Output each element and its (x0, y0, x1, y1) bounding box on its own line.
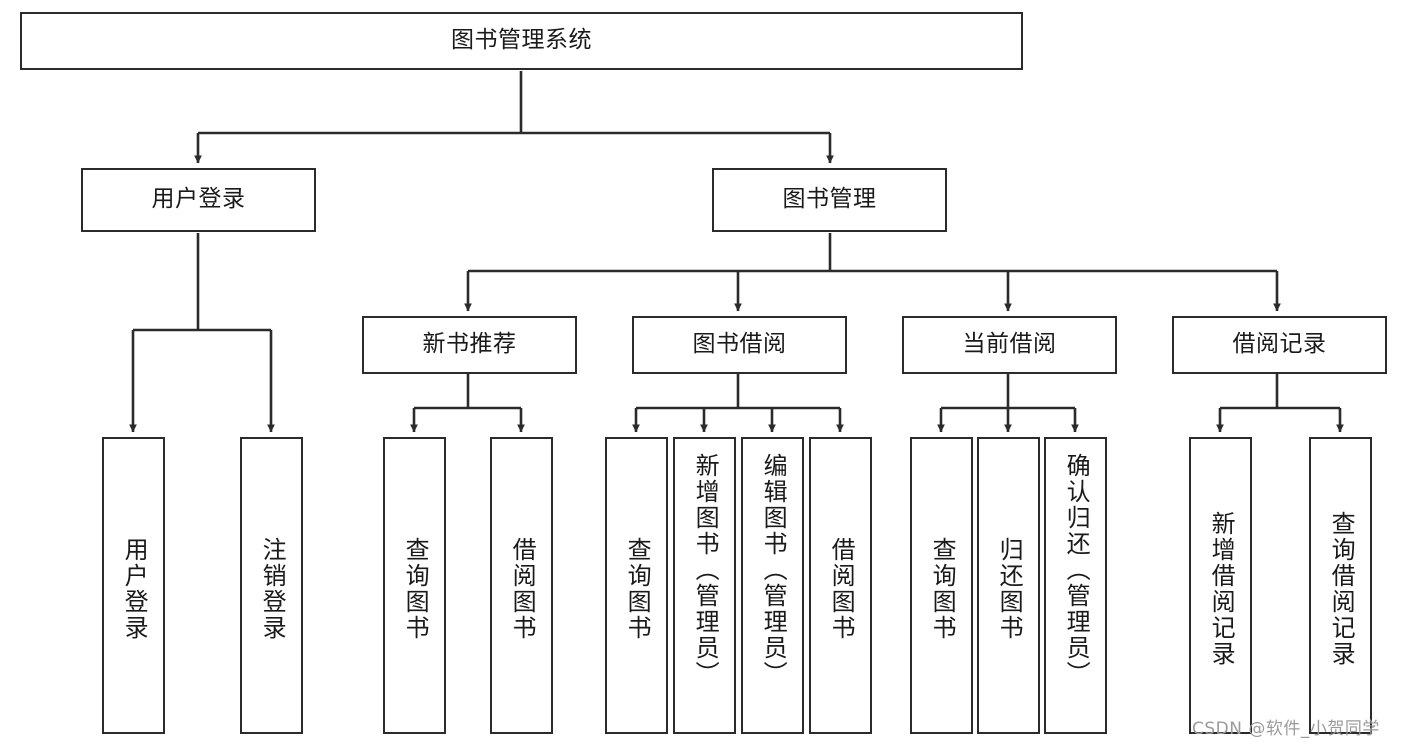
node-leaf-confirm-return-label: 确认归还（管理员） (1062, 453, 1091, 687)
node-leaf-return-book-label: 归还图书 (995, 536, 1024, 641)
node-leaf-query-record-label: 查询借阅记录 (1327, 510, 1356, 667)
node-leaf-query-record[interactable]: 查询借阅记录 (1309, 437, 1372, 734)
node-leaf-borrow-book-1-label: 借阅图书 (508, 536, 537, 641)
node-leaf-logout-label: 注销登录 (258, 536, 287, 641)
node-leaf-borrow-book-2-label: 借阅图书 (827, 536, 856, 641)
node-leaf-edit-book-label: 编辑图书（管理员） (759, 453, 788, 687)
node-book-borrow-label: 图书借阅 (692, 331, 787, 358)
node-leaf-add-record-label: 新增借阅记录 (1207, 510, 1236, 667)
node-book-management-label: 图书管理 (782, 186, 877, 213)
node-leaf-query-book-3-label: 查询图书 (928, 536, 957, 641)
node-book-borrow[interactable]: 图书借阅 (632, 316, 847, 374)
node-new-book-recommend[interactable]: 新书推荐 (362, 316, 577, 374)
node-leaf-edit-book[interactable]: 编辑图书（管理员） (741, 437, 804, 734)
node-leaf-borrow-book-2[interactable]: 借阅图书 (809, 437, 872, 734)
node-leaf-query-book-1-label: 查询图书 (401, 536, 430, 641)
node-new-book-recommend-label: 新书推荐 (422, 331, 517, 358)
node-leaf-user-login[interactable]: 用户登录 (102, 437, 165, 734)
node-borrow-record-label: 借阅记录 (1232, 331, 1327, 358)
node-root-system[interactable]: 图书管理系统 (20, 12, 1023, 70)
node-leaf-borrow-book-1[interactable]: 借阅图书 (490, 437, 553, 734)
node-book-management[interactable]: 图书管理 (712, 168, 947, 232)
node-leaf-query-book-2-label: 查询图书 (623, 536, 652, 641)
node-leaf-user-login-label: 用户登录 (120, 536, 149, 641)
node-root-system-label: 图书管理系统 (451, 27, 592, 54)
node-leaf-add-record[interactable]: 新增借阅记录 (1189, 437, 1252, 734)
node-leaf-query-book-3[interactable]: 查询图书 (910, 437, 973, 734)
node-leaf-logout[interactable]: 注销登录 (240, 437, 303, 734)
node-leaf-query-book-2[interactable]: 查询图书 (605, 437, 668, 734)
node-leaf-confirm-return[interactable]: 确认归还（管理员） (1044, 437, 1107, 734)
node-current-borrow[interactable]: 当前借阅 (902, 316, 1117, 374)
node-leaf-return-book[interactable]: 归还图书 (977, 437, 1040, 734)
node-borrow-record[interactable]: 借阅记录 (1172, 316, 1387, 374)
node-leaf-query-book-1[interactable]: 查询图书 (383, 437, 446, 734)
node-current-borrow-label: 当前借阅 (962, 331, 1057, 358)
node-leaf-add-book-label: 新增图书（管理员） (691, 453, 720, 687)
csdn-watermark: CSDN @软件_小贺同学 (1192, 719, 1380, 739)
node-user-login[interactable]: 用户登录 (81, 168, 316, 232)
node-user-login-label: 用户登录 (151, 186, 246, 213)
node-leaf-add-book[interactable]: 新增图书（管理员） (673, 437, 736, 734)
